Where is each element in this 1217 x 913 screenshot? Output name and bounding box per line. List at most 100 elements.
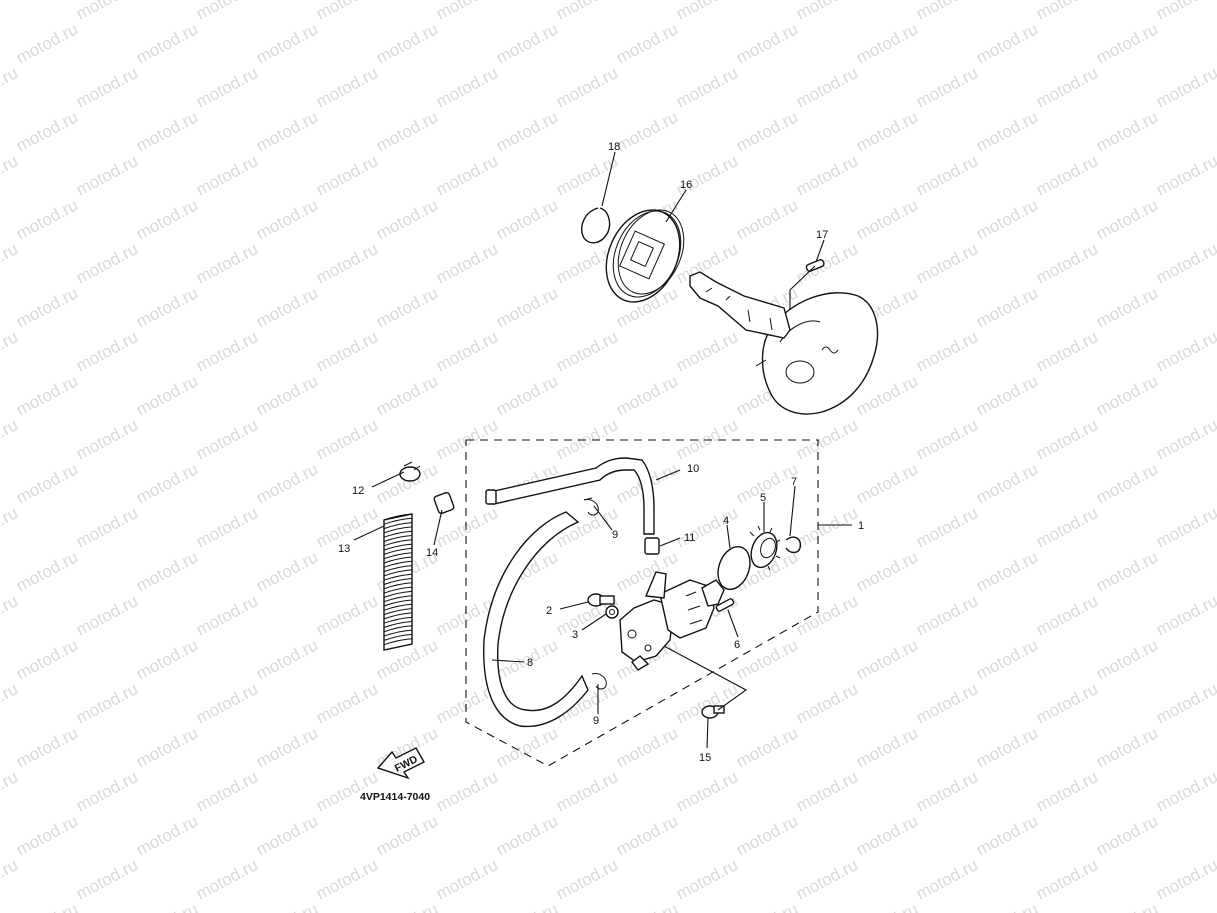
watermark-text: motod.ru bbox=[133, 19, 201, 67]
watermark-text: motod.ru bbox=[13, 899, 81, 913]
spring-coil bbox=[383, 556, 413, 564]
oil-pump-assembly-boundary bbox=[465, 439, 819, 767]
watermark-text: motod.ru bbox=[373, 459, 441, 507]
watermark-text: motod.ru bbox=[313, 855, 381, 903]
watermark-text: motod.ru bbox=[793, 767, 861, 815]
watermark-text: motod.ru bbox=[253, 723, 321, 771]
watermark-text: motod.ru bbox=[613, 723, 681, 771]
watermark-text: motod.ru bbox=[973, 371, 1041, 419]
watermark-text: motod.ru bbox=[133, 723, 201, 771]
watermark-text: motod.ru bbox=[973, 635, 1041, 683]
spring-coil bbox=[383, 616, 413, 624]
watermark-text: motod.ru bbox=[1153, 151, 1217, 199]
spring-coil bbox=[383, 638, 413, 646]
spring-coil bbox=[383, 560, 413, 568]
watermark-text: motod.ru bbox=[913, 415, 981, 463]
watermark-text: motod.ru bbox=[73, 327, 141, 375]
spring-coil bbox=[383, 621, 413, 628]
watermark-text: motod.ru bbox=[733, 899, 801, 913]
watermark-text: motod.ru bbox=[913, 327, 981, 375]
callout-13: 13 bbox=[338, 543, 350, 555]
watermark-text: motod.ru bbox=[133, 547, 201, 595]
circlip bbox=[580, 207, 611, 244]
crankcase-half bbox=[755, 292, 879, 415]
watermark-text: motod.ru bbox=[373, 195, 441, 243]
callout-5: 5 bbox=[760, 492, 766, 504]
watermark-text: motod.ru bbox=[193, 327, 261, 375]
watermark-text: motod.ru bbox=[1153, 591, 1217, 639]
watermark-text: motod.ru bbox=[73, 415, 141, 463]
watermark-text: motod.ru bbox=[133, 371, 201, 419]
watermark-text: motod.ru bbox=[0, 503, 21, 551]
watermark-text: motod.ru bbox=[253, 459, 321, 507]
watermark-text: motod.ru bbox=[193, 151, 261, 199]
watermark-text: motod.ru bbox=[313, 0, 381, 24]
watermark-text: motod.ru bbox=[133, 107, 201, 155]
watermark-text: motod.ru bbox=[13, 19, 81, 67]
gasket-3 bbox=[605, 605, 619, 619]
watermark-text: motod.ru bbox=[253, 371, 321, 419]
watermark-text: motod.ru bbox=[613, 899, 681, 913]
watermark-text: motod.ru bbox=[13, 547, 81, 595]
watermark-text: motod.ru bbox=[793, 63, 861, 111]
spring-coil bbox=[383, 595, 413, 603]
watermark-text: motod.ru bbox=[1093, 195, 1161, 243]
watermark-text: motod.ru bbox=[1213, 283, 1217, 331]
watermark-text: motod.ru bbox=[493, 811, 561, 859]
watermark-text: motod.ru bbox=[493, 371, 561, 419]
watermark-text: motod.ru bbox=[973, 283, 1041, 331]
spring-coil bbox=[383, 565, 413, 573]
spring-coil bbox=[383, 530, 413, 538]
watermark-text: motod.ru bbox=[973, 107, 1041, 155]
watermark-text: motod.ru bbox=[133, 635, 201, 683]
watermark-text: motod.ru bbox=[73, 767, 141, 815]
watermark-text: motod.ru bbox=[1153, 327, 1217, 375]
watermark-text: motod.ru bbox=[253, 19, 321, 67]
watermark-text: motod.ru bbox=[13, 635, 81, 683]
watermark-text: motod.ru bbox=[793, 679, 861, 727]
watermark-text: motod.ru bbox=[433, 63, 501, 111]
watermark-text: motod.ru bbox=[133, 195, 201, 243]
spring-coil bbox=[383, 513, 413, 521]
watermark-text: motod.ru bbox=[673, 0, 741, 24]
watermark-text: motod.ru bbox=[493, 899, 561, 913]
spring-coil bbox=[383, 582, 413, 590]
callout-18: 18 bbox=[608, 141, 620, 153]
watermark-text: motod.ru bbox=[133, 811, 201, 859]
watermark-text: motod.ru bbox=[913, 767, 981, 815]
watermark-text: motod.ru bbox=[13, 371, 81, 419]
watermark-text: motod.ru bbox=[1033, 151, 1101, 199]
watermark-text: motod.ru bbox=[1213, 195, 1217, 243]
spring-coil bbox=[383, 629, 413, 637]
watermark-text: motod.ru bbox=[853, 19, 921, 67]
watermark-text: motod.ru bbox=[1213, 19, 1217, 67]
watermark-text: motod.ru bbox=[193, 415, 261, 463]
pump-drive-gear bbox=[749, 525, 781, 571]
watermark-text: motod.ru bbox=[1153, 503, 1217, 551]
watermark-text: motod.ru bbox=[553, 855, 621, 903]
protector-spring bbox=[383, 513, 413, 651]
spring-coil bbox=[383, 608, 413, 616]
watermark-text: motod.ru bbox=[1153, 63, 1217, 111]
watermark-text: motod.ru bbox=[73, 239, 141, 287]
callout-12: 12 bbox=[352, 485, 364, 497]
watermark-text: motod.ru bbox=[73, 63, 141, 111]
watermark-text: motod.ru bbox=[673, 151, 741, 199]
watermark-text: motod.ru bbox=[793, 415, 861, 463]
watermark-text: motod.ru bbox=[0, 767, 21, 815]
watermark-text: motod.ru bbox=[313, 415, 381, 463]
watermark-text: motod.ru bbox=[253, 899, 321, 913]
watermark-text: motod.ru bbox=[1153, 855, 1217, 903]
watermark-text: motod.ru bbox=[0, 63, 21, 111]
watermark-text: motod.ru bbox=[0, 0, 21, 24]
watermark-text: motod.ru bbox=[733, 811, 801, 859]
watermark-text: motod.ru bbox=[73, 151, 141, 199]
watermark-text: motod.ru bbox=[313, 591, 381, 639]
watermark-text: motod.ru bbox=[133, 899, 201, 913]
watermark-text: motod.ru bbox=[13, 107, 81, 155]
callout-8: 8 bbox=[527, 657, 533, 669]
callout-11: 11 bbox=[684, 532, 695, 544]
diagram-code: 4VP1414-7040 bbox=[360, 791, 430, 803]
watermark-text: motod.ru bbox=[373, 371, 441, 419]
